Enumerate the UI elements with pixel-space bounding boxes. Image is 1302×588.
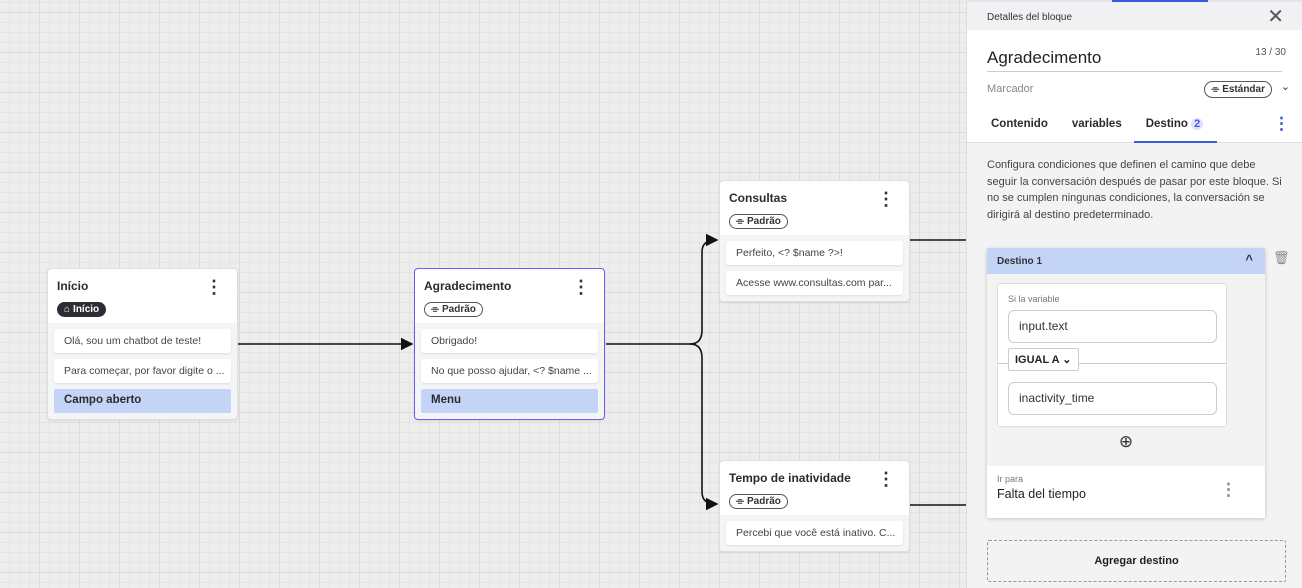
- destination-header[interactable]: Destino 1^: [987, 248, 1265, 274]
- count-badge: 2: [1191, 118, 1204, 130]
- panel-header: Detalles del bloque: [987, 12, 1073, 23]
- tab-variables[interactable]: variables: [1071, 118, 1122, 130]
- node-inicio[interactable]: Início ⋮ ⌂Início Olá, sou um chatbot de …: [47, 268, 238, 420]
- more-icon[interactable]: ⋮: [205, 277, 223, 297]
- more-icon[interactable]: ⋮: [1220, 480, 1237, 499]
- tag-icon: ⌯: [736, 216, 744, 227]
- tag-icon: ⌯: [431, 304, 439, 315]
- more-icon[interactable]: ⋮: [877, 469, 895, 489]
- condition-box: Si la variable input.text IGUAL A ⌄ inac…: [997, 283, 1227, 427]
- home-icon: ⌂: [64, 304, 71, 315]
- block-details-panel: Detalles del bloque ✕ Agradecimento 13 / …: [966, 0, 1302, 588]
- edge-agradecimento-tempo: [689, 343, 719, 511]
- message[interactable]: Olá, sou um chatbot de teste!: [54, 329, 231, 353]
- option[interactable]: Menu: [421, 389, 598, 413]
- add-destination-button[interactable]: Agregar destino: [987, 540, 1286, 582]
- tag-icon: ⌯: [736, 496, 744, 507]
- message[interactable]: Para começar, por favor digite o ...: [54, 359, 231, 383]
- node-title: Agradecimento: [424, 279, 512, 293]
- close-icon[interactable]: ✕: [1267, 6, 1284, 28]
- message[interactable]: Percebi que você está inativo. C...: [726, 521, 903, 545]
- block-name-input[interactable]: Agradecimento: [987, 30, 1282, 72]
- message[interactable]: Acesse www.consultas.com par...: [726, 271, 903, 295]
- chevron-down-icon[interactable]: ⌄: [1280, 81, 1290, 93]
- value-input[interactable]: inactivity_time: [1008, 382, 1217, 415]
- goto-value[interactable]: Falta del tiempo: [997, 487, 1086, 501]
- tag-badge: ⌯Padrão: [729, 494, 788, 509]
- message[interactable]: Perfeito, <? $name ?>!: [726, 241, 903, 265]
- tag-badge: ⌯Padrão: [729, 214, 788, 229]
- flow-canvas[interactable]: Início ⋮ ⌂Início Olá, sou um chatbot de …: [0, 0, 966, 588]
- variable-input[interactable]: input.text: [1008, 310, 1217, 343]
- marker-select[interactable]: ⌯ Estándar: [1204, 81, 1272, 98]
- trash-icon[interactable]: 🗑: [1273, 250, 1290, 265]
- chevron-down-icon: ⌄: [1062, 354, 1072, 366]
- node-agradecimento[interactable]: Agradecimento ⋮ ⌯Padrão Obrigado! No que…: [414, 268, 605, 420]
- edge-agradecimento-consultas: [606, 233, 719, 345]
- message[interactable]: Obrigado!: [421, 329, 598, 353]
- description: Configura condiciones que definen el cam…: [987, 159, 1282, 221]
- tab-destino[interactable]: Destino 2: [1133, 108, 1218, 143]
- more-icon[interactable]: ⋮: [877, 189, 895, 209]
- add-condition-icon[interactable]: ⊕: [1118, 432, 1134, 451]
- node-title: Consultas: [729, 191, 788, 205]
- tag-badge: ⌯Padrão: [424, 302, 483, 317]
- node-tempo-inatividade[interactable]: Tempo de inatividade ⋮ ⌯Padrão Percebi q…: [719, 460, 910, 552]
- char-count: 13 / 30: [1255, 47, 1286, 58]
- tag-icon: ⌯: [1211, 84, 1223, 95]
- more-icon[interactable]: ⋮: [572, 277, 590, 297]
- divider: [998, 363, 1226, 364]
- tab-contenido[interactable]: Contenido: [991, 118, 1048, 130]
- more-icon[interactable]: ⋮: [1273, 114, 1290, 133]
- chevron-up-icon[interactable]: ^: [1245, 252, 1253, 267]
- node-title: Tempo de inatividade: [729, 471, 851, 485]
- start-tag: ⌂Início: [57, 302, 107, 317]
- node-consultas[interactable]: Consultas ⋮ ⌯Padrão Perfeito, <? $name ?…: [719, 180, 910, 302]
- option[interactable]: Campo aberto: [54, 389, 231, 413]
- operator-select[interactable]: IGUAL A ⌄: [1008, 348, 1079, 371]
- edges: [238, 233, 966, 511]
- goto-label: Ir para: [997, 474, 1024, 484]
- marker-label: Marcador: [987, 83, 1034, 95]
- condition-label: Si la variable: [1008, 294, 1060, 304]
- message[interactable]: No que posso ajudar, <? $name ...: [421, 359, 598, 383]
- node-title: Início: [57, 279, 89, 293]
- destination-card: Destino 1^ Si la variable input.text IGU…: [987, 248, 1265, 518]
